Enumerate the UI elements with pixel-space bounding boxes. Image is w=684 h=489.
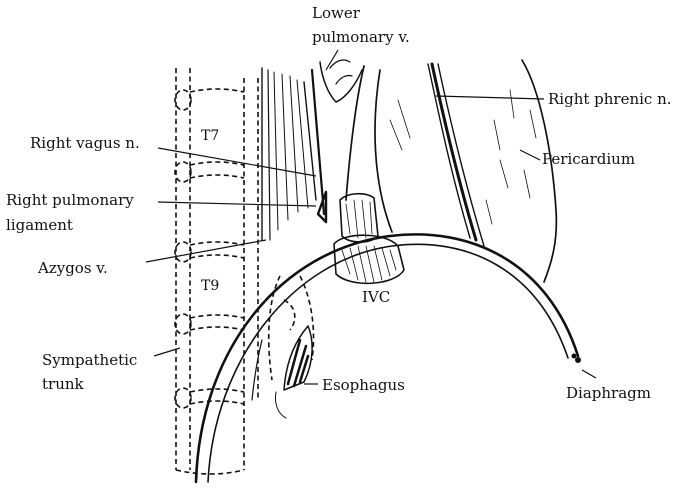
label-azygos: Azygos v. xyxy=(37,259,108,277)
label-esophagus: Esophagus xyxy=(322,376,405,394)
label-right-pulmonary-2: ligament xyxy=(6,216,73,234)
label-diaphragm: Diaphragm xyxy=(566,384,651,402)
label-lower-pulmonary-2: pulmonary v. xyxy=(312,28,410,46)
right-vagus-nerve xyxy=(312,70,326,222)
label-right-pulmonary-1: Right pulmonary xyxy=(6,191,134,209)
sympathetic-trunk xyxy=(252,340,262,400)
label-ivc: IVC xyxy=(362,288,390,306)
label-right-vagus: Right vagus n. xyxy=(30,134,140,152)
label-lower-pulmonary-1: Lower xyxy=(312,4,361,22)
label-t9: T9 xyxy=(201,278,219,294)
label-pericardium: Pericardium xyxy=(542,150,635,168)
label-right-phrenic: Right phrenic n. xyxy=(548,90,672,108)
label-sympathetic-2: trunk xyxy=(42,375,85,393)
esophagus xyxy=(269,276,314,418)
label-t7: T7 xyxy=(201,128,219,144)
lower-pulmonary-vein xyxy=(320,60,362,102)
right-phrenic-nerve xyxy=(432,64,476,240)
azygos-vein xyxy=(262,68,316,240)
label-sympathetic-1: Sympathetic xyxy=(42,351,137,369)
